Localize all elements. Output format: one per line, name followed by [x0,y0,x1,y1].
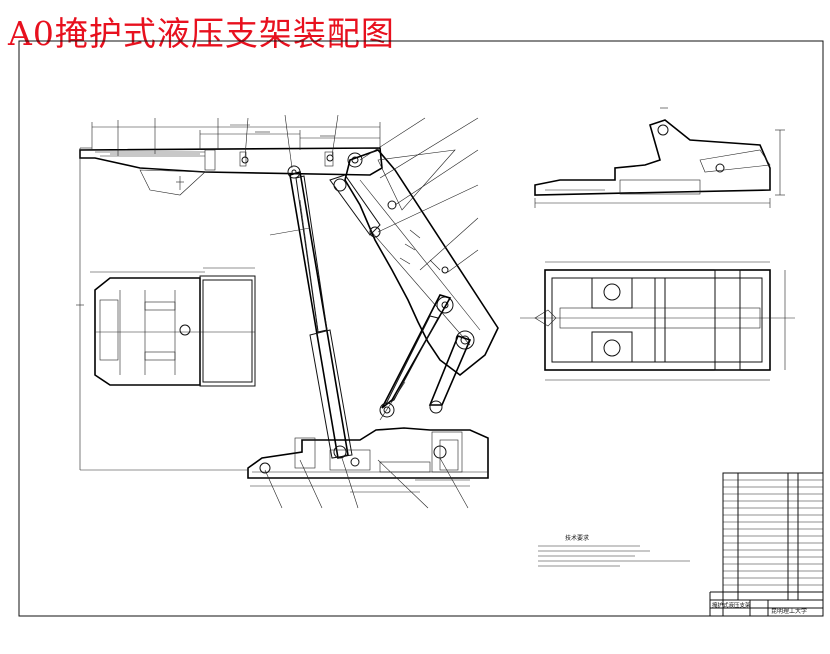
canopy-plan-view [90,267,256,387]
canopy-link [329,174,381,236]
lemniscate-links [379,294,472,421]
title-block-drawing-name: 掩护式液压支架 [712,601,751,609]
base-plan-view [520,261,795,381]
right-side-view [534,107,785,208]
title-block-rows [710,479,823,609]
sheet-frame [18,40,824,617]
technical-notes: 技术要求 [538,534,690,567]
drawing-title: A0掩护式液压支架装配图 [8,14,395,53]
main-legs [269,165,353,460]
title-block: 掩护式液压支架 昆明理工大学 [709,472,824,617]
main-assembly-view [76,114,499,509]
overall-dimensions [76,147,248,471]
canopy-beam [79,147,383,196]
canopy-dimensions [91,122,381,150]
notes-heading: 技术要求 [565,534,589,542]
title-block-school: 昆明理工大学 [771,607,807,615]
part-leaders [117,114,479,509]
base-structure [247,427,489,493]
